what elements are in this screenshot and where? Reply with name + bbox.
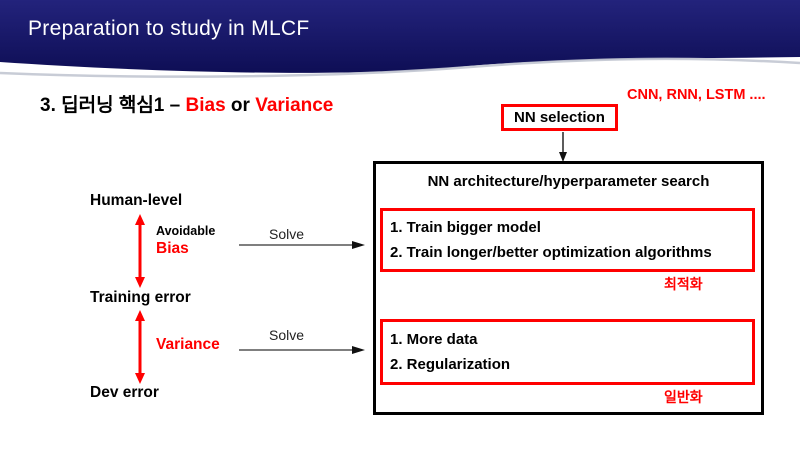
page-title: 3. 딥러닝 핵심1 – Bias or Variance bbox=[40, 90, 333, 117]
nn-selection-box: NN selection bbox=[501, 104, 618, 131]
title-prefix: 3. 딥러닝 핵심1 – bbox=[40, 95, 186, 116]
solve-label-bias: Solve bbox=[269, 226, 305, 242]
generalization-box: 1. More data 2. Regularization bbox=[380, 319, 755, 385]
training-error-label: Training error bbox=[90, 289, 191, 306]
solve-arrow-bias-icon bbox=[239, 241, 365, 249]
title-connector: or bbox=[225, 95, 256, 116]
title-bias: Bias bbox=[185, 95, 226, 116]
dev-error-label: Dev error bbox=[90, 384, 159, 401]
generalization-caption: 일반화 bbox=[664, 389, 703, 405]
human-level-label: Human-level bbox=[90, 192, 183, 209]
optimization-item: 1. Train bigger model bbox=[390, 219, 541, 236]
title-variance: Variance bbox=[255, 95, 334, 116]
generalization-item: 1. More data bbox=[390, 330, 478, 348]
header-swoosh-graphic bbox=[0, 0, 800, 78]
optimization-caption: 최적화 bbox=[664, 276, 703, 292]
bias-gap-arrow-icon bbox=[135, 214, 145, 288]
variance-gap-arrow-icon bbox=[135, 310, 145, 384]
nn-search-box-title: NN architecture/hyperparameter search bbox=[427, 173, 710, 190]
header-title: Preparation to study in MLCF bbox=[28, 17, 310, 40]
variance-label: Variance bbox=[156, 336, 220, 353]
optimization-box: 1. Train bigger model 2. Train longer/be… bbox=[380, 208, 755, 272]
solve-arrow-variance-icon bbox=[239, 346, 365, 354]
avoidable-label: Avoidable bbox=[156, 224, 216, 238]
bias-label: Bias bbox=[156, 240, 189, 257]
optimization-item: 2. Train longer/better optimization algo… bbox=[390, 244, 712, 261]
nn-search-box: NN architecture/hyperparameter search 1.… bbox=[373, 161, 764, 415]
flow-down-arrow-icon bbox=[559, 132, 567, 162]
generalization-item: 2. Regularization bbox=[390, 356, 511, 374]
solve-label-variance: Solve bbox=[269, 327, 305, 343]
nn-types-note: CNN, RNN, LSTM .... bbox=[627, 87, 766, 103]
